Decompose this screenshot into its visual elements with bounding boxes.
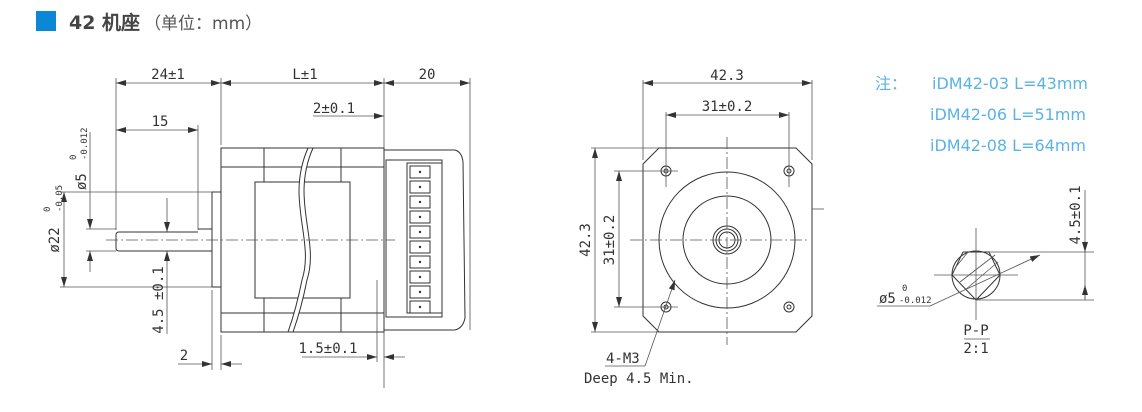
model-notes: 注： iDM42-03 L=43mm iDM42-06 L=51mm iDM42…: [875, 74, 1088, 155]
hole-label: 4-M3: [606, 351, 640, 367]
dim-height: 42.3: [578, 223, 594, 257]
header-square-icon: [36, 11, 56, 31]
dim-boss-dia: ø22: [47, 227, 63, 252]
dim-boss-dia-tol-upper: 0: [43, 207, 53, 212]
note-item: iDM42-06 L=51mm: [930, 105, 1086, 124]
section-scale: 2:1: [963, 341, 988, 357]
side-view: 24±1 L±1 20 2±0.1 15: [43, 67, 471, 388]
dim-shaft-dia: ø5: [74, 173, 90, 190]
dim-flat-depth: 4.5 ±0.1: [151, 266, 167, 333]
section-dim-dia: ø5: [879, 291, 896, 307]
header-title: 42 机座: [69, 11, 141, 34]
dim-shaft-dia-tol-lower: -0.012: [80, 127, 90, 160]
dim-width: 42.3: [710, 68, 744, 84]
section-label: P-P: [963, 323, 988, 339]
dim-shaft-length: 24±1: [151, 67, 185, 83]
dim-flange-gap: 2±0.1: [313, 101, 355, 117]
dim-shaft-dia-tol-upper: 0: [69, 155, 79, 160]
front-view: 42.3 31±0.2 42.3 31±0.2 4-M3 Deep 4.5 Mi…: [578, 68, 824, 387]
section-header: 42 机座 （单位：mm）: [36, 8, 262, 34]
section-view: 4.5±0.1 ø5 0 -0.012 P-P 2:1: [877, 185, 1094, 357]
connector-pins: [409, 165, 431, 314]
hole-depth: Deep 4.5 Min.: [584, 371, 694, 387]
dim-body-length: L±1: [292, 67, 317, 83]
section-dim-flat: 4.5±0.1: [1068, 185, 1084, 244]
section-dim-dia-tol-lower: -0.012: [899, 296, 932, 306]
dim-rear-gap: 1.5±0.1: [298, 341, 357, 357]
header-unit: （单位：mm）: [144, 13, 263, 34]
section-dim-dia-tol-upper: 0: [902, 284, 907, 294]
dim-hole-spacing-h: 31±0.2: [702, 99, 753, 115]
notes-prefix: 注：: [875, 74, 907, 93]
dim-hole-spacing-v: 31±0.2: [602, 215, 618, 266]
dim-driver-length: 20: [419, 67, 436, 83]
note-item: iDM42-03 L=43mm: [932, 74, 1088, 93]
note-item: iDM42-08 L=64mm: [930, 136, 1086, 155]
dim-boss-dia-tol-lower: -0.05: [55, 185, 65, 212]
dim-flat-length: 15: [152, 114, 169, 130]
dim-boss-height: 2: [180, 348, 188, 364]
